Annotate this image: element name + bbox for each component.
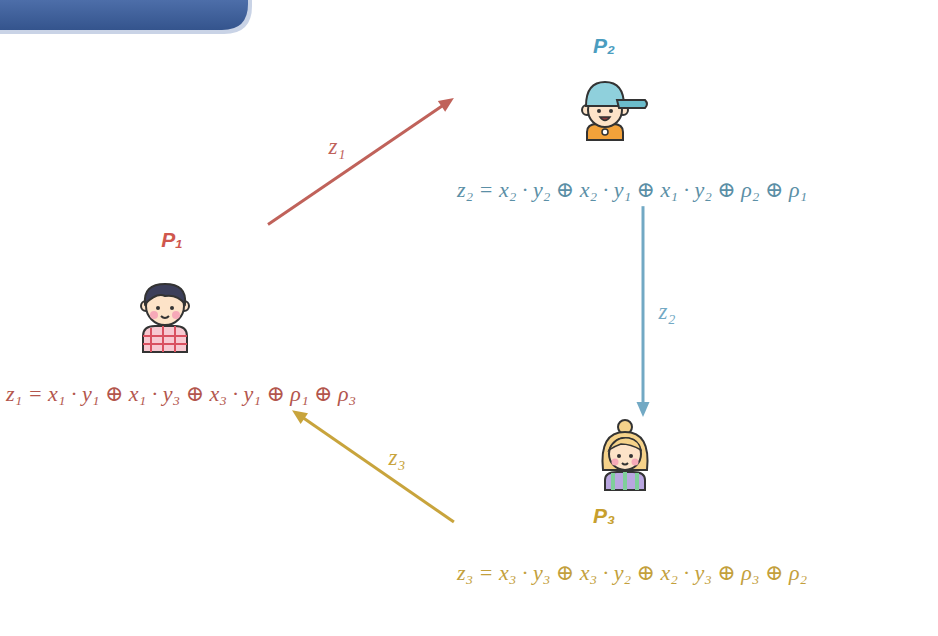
message-arrow: [268, 98, 454, 224]
cheek: [612, 459, 619, 466]
message-label: z₃: [388, 444, 405, 472]
eye: [617, 454, 621, 458]
cheek: [172, 311, 180, 319]
avatar-p3: [602, 420, 647, 490]
party-label: P₂: [593, 33, 615, 58]
eye: [156, 306, 160, 310]
hair: [602, 432, 647, 470]
message-arrow: [637, 206, 650, 417]
share-formula: z₂ = x₂ · y₂ ⊕ x₂ · y₁ ⊕ x₁ · y₂ ⊕ ρ₂ ⊕ …: [457, 177, 807, 203]
party-node: P₁ z₁ = x₁ · y₁ ⊕ x₁ · y₃ ⊕ x₃ · y₁ ⊕ ρ₁ …: [3, 224, 359, 410]
face: [609, 438, 641, 470]
arrow-line: [642, 206, 645, 404]
smile: [161, 316, 169, 318]
party-label: P₃: [593, 503, 615, 528]
shirt-checks: [143, 326, 187, 352]
eye: [597, 109, 601, 113]
striped-shirt: [605, 472, 645, 490]
share-formula: z₃ = x₃ · y₃ ⊕ x₃ · y₂ ⊕ x₂ · y₃ ⊕ ρ₃ ⊕ …: [457, 560, 807, 586]
cheek: [632, 459, 639, 466]
title-banner: [0, 0, 248, 30]
message-label: z₁: [328, 133, 345, 161]
smile: [622, 463, 628, 465]
arrow-head: [637, 402, 650, 417]
cap-brim: [617, 100, 647, 108]
message-label: z₂: [659, 298, 676, 326]
cheek: [150, 311, 158, 319]
message-arrow: [292, 410, 454, 522]
avatar-p2: [582, 82, 647, 140]
party-node: P₃ z₃ = x₃ · y₃ ⊕ x₃ · y₂ ⊕ x₂ · y₃ ⊕ ρ₃ …: [454, 417, 810, 589]
arrow-line: [303, 418, 454, 522]
arrow-head: [292, 410, 308, 424]
shirt-stripes: [613, 472, 637, 490]
eye: [170, 306, 174, 310]
shirt-badge: [602, 129, 608, 135]
banner-shadow: [0, 0, 252, 34]
share-formula: z₁ = x₁ · y₁ ⊕ x₁ · y₃ ⊕ x₃ · y₁ ⊕ ρ₁ ⊕ …: [6, 381, 356, 407]
party-label: P₁: [161, 227, 182, 252]
avatar-p1: [141, 284, 189, 352]
hair: [145, 284, 185, 304]
checked-shirt: [143, 326, 187, 352]
arrow-head: [438, 98, 454, 112]
open-mouth: [600, 117, 610, 121]
eye: [609, 109, 613, 113]
arrow-line: [268, 105, 443, 224]
fringe: [609, 438, 641, 450]
eye: [629, 454, 633, 458]
party-node: P₂ z₂ = x₂ · y₂ ⊕ x₂ · y₁ ⊕ x₁ · y₂ ⊕ ρ₂ …: [454, 30, 810, 206]
